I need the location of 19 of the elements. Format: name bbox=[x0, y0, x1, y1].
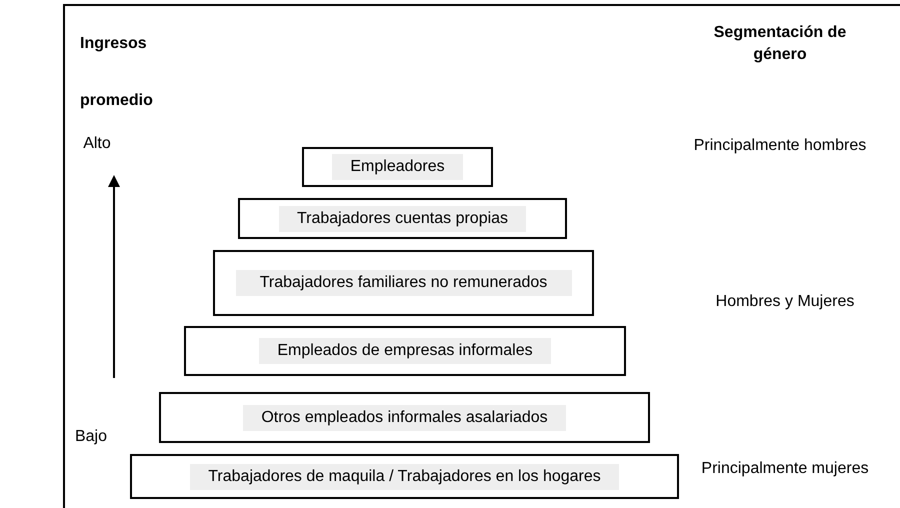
level-label: Empleados de empresas informales bbox=[259, 338, 551, 364]
segment-label: Hombres y Mujeres bbox=[714, 292, 856, 312]
scale-label: Bajo bbox=[74, 427, 108, 447]
column-title: Segmentación de género bbox=[712, 23, 848, 65]
pyramid-level-box bbox=[184, 326, 626, 376]
level-label: Trabajadores cuentas propias bbox=[278, 206, 526, 232]
axis-title: Ingresos promedio bbox=[80, 34, 154, 111]
level-label: Empleadores bbox=[332, 154, 463, 180]
pyramid-level-box bbox=[130, 454, 679, 499]
level-label: Trabajadores de maquila / Trabajadores en los hogares bbox=[190, 464, 619, 490]
pyramid-level-box bbox=[302, 147, 493, 187]
segment-label: Principalmente hombres bbox=[692, 136, 868, 156]
pyramid-level-box bbox=[213, 250, 594, 316]
pyramid-level-box bbox=[238, 198, 567, 239]
segment-label: Principalmente mujeres bbox=[700, 459, 870, 479]
level-label: Trabajadores familiares no remunerados bbox=[236, 270, 572, 296]
level-label: Otros empleados informales asalariados bbox=[243, 404, 566, 430]
scale-label: Alto bbox=[82, 134, 112, 154]
pyramid-level-box bbox=[159, 392, 650, 443]
